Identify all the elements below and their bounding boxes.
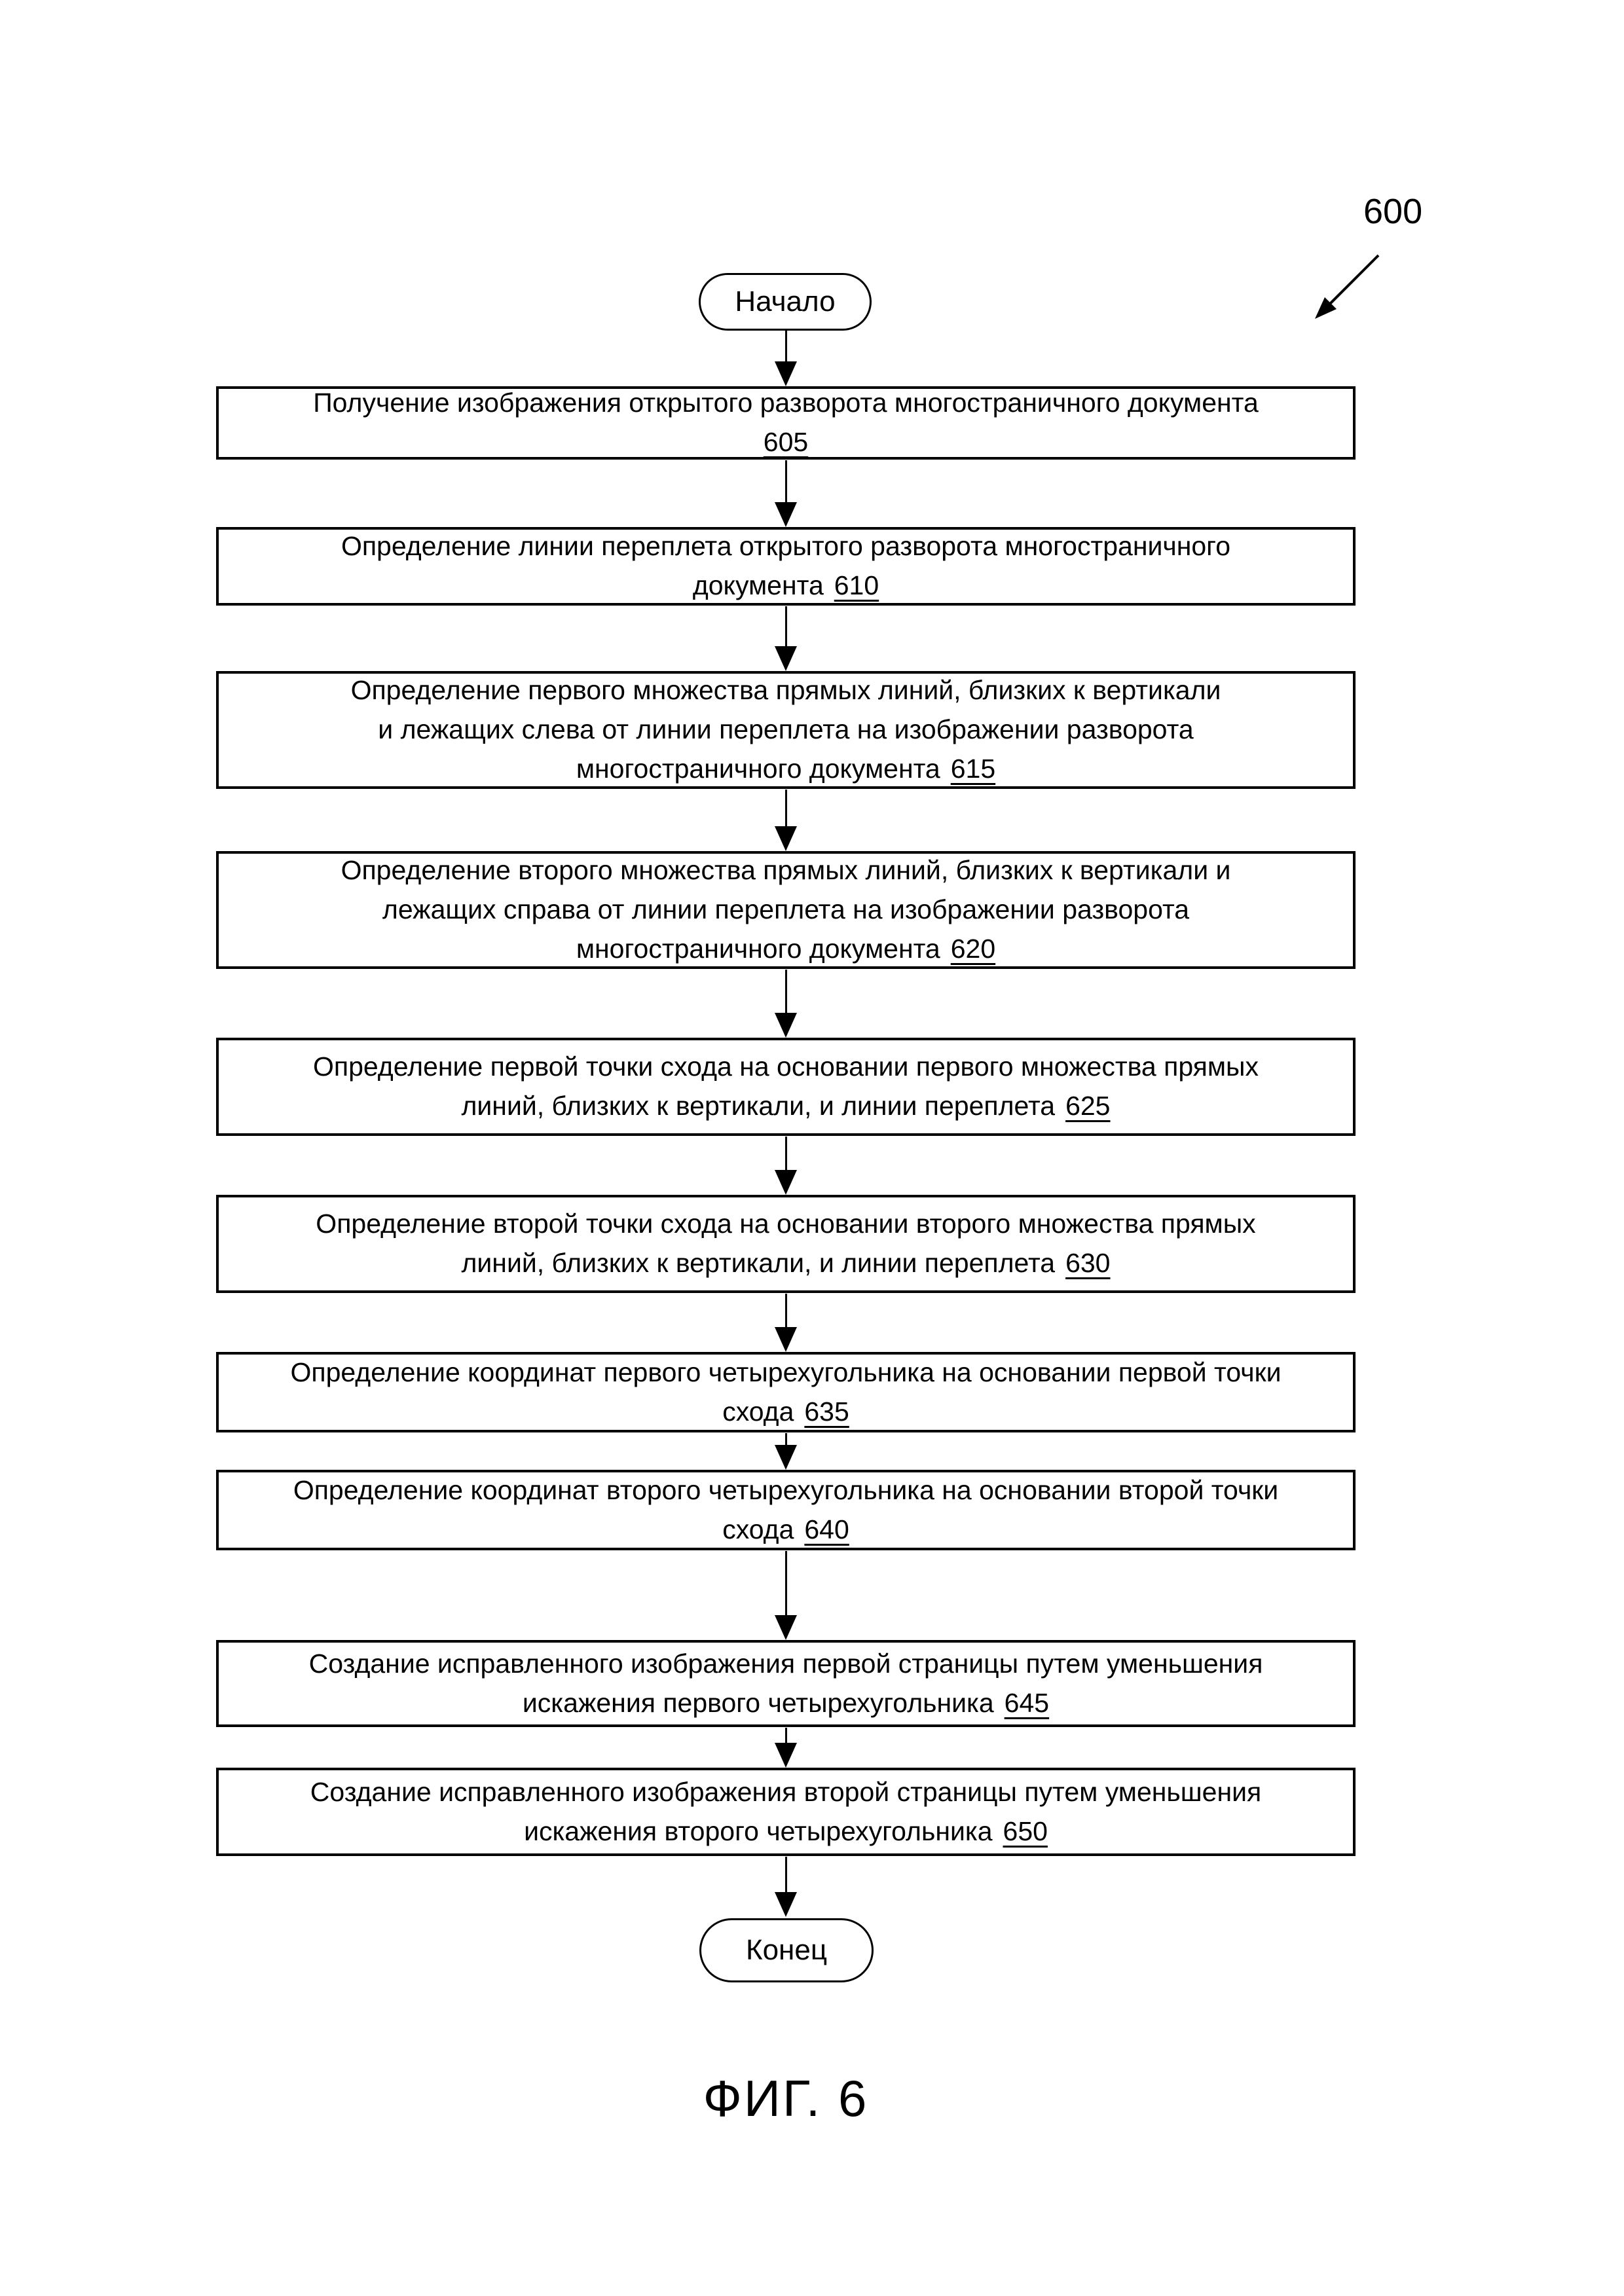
arrow-shaft <box>784 1728 787 1743</box>
arrow-shaft <box>784 970 787 1013</box>
step-number: 640 <box>804 1514 849 1544</box>
process-box-615: Определение первого множества прямых лин… <box>216 671 1356 789</box>
process-step-text: Создание исправленного изображения перво… <box>308 1648 1263 1679</box>
arrow-shaft <box>784 460 787 502</box>
arrow-head-icon <box>775 1327 797 1352</box>
flow-arrow-down <box>774 1857 798 1917</box>
flow-arrow-down <box>774 790 798 851</box>
process-box-620: Определение второго множества прямых лин… <box>216 851 1356 969</box>
process-step-text: Определение координат первого четырехуго… <box>290 1357 1282 1387</box>
process-step-text: линий, близких к вертикали, и линии пере… <box>461 1248 1056 1278</box>
process-step-text: Определение первого множества прямых лин… <box>350 675 1221 706</box>
process-step-text: многостраничного документа <box>576 933 940 964</box>
arrow-head-icon <box>775 1892 797 1917</box>
process-step-text: искажения второго четырехугольника <box>524 1815 993 1846</box>
arrow-shaft <box>784 790 787 826</box>
flow-arrow-down <box>774 1137 798 1195</box>
process-box-605: Получение изображения открытого разворот… <box>216 386 1356 460</box>
process-step-text: Определение второй точки схода на основа… <box>316 1209 1256 1239</box>
arrow-shaft <box>784 1294 787 1327</box>
step-number: 625 <box>1065 1091 1111 1121</box>
process-step-text: схода <box>722 1514 794 1544</box>
process-step-text: Определение второго множества прямых лин… <box>341 855 1231 886</box>
arrow-head-icon <box>775 1743 797 1768</box>
step-number: 605 <box>763 427 809 457</box>
flow-arrow-down <box>774 460 798 527</box>
flow-arrow-down <box>774 1433 798 1470</box>
process-step-text: документа <box>692 570 824 600</box>
step-number: 610 <box>834 570 879 600</box>
arrow-head-icon <box>775 502 797 527</box>
process-step-text: многостраничного документа <box>576 753 940 784</box>
flow-arrow-down <box>774 1551 798 1640</box>
step-number: 620 <box>950 933 996 964</box>
end-terminator: Конец <box>699 1918 874 1982</box>
start-terminator-label: Начало <box>735 285 836 318</box>
start-terminator: Начало <box>699 273 872 331</box>
process-step-text: Создание исправленного изображения второ… <box>310 1776 1262 1807</box>
process-box-630: Определение второй точки схода на основа… <box>216 1195 1356 1293</box>
arrow-head-icon <box>775 1615 797 1640</box>
flow-arrow-down <box>774 331 798 386</box>
arrow-head-icon <box>775 1170 797 1195</box>
process-step-text: линий, близких к вертикали, и линии пере… <box>461 1091 1056 1121</box>
arrow-head-icon <box>775 1013 797 1038</box>
flow-arrow-down <box>774 970 798 1038</box>
step-number: 630 <box>1065 1248 1111 1278</box>
process-step-text: Определение линии переплета открытого ра… <box>341 531 1231 562</box>
arrow-shaft <box>784 1551 787 1615</box>
process-step-text: схода <box>722 1396 794 1427</box>
arrow-shaft <box>784 1433 787 1445</box>
process-step-text: и лежащих слева от линии переплета на из… <box>378 714 1194 745</box>
process-box-610: Определение линии переплета открытого ра… <box>216 527 1356 606</box>
process-step-text: Определение первой точки схода на основа… <box>312 1051 1259 1082</box>
end-terminator-label: Конец <box>745 1934 828 1966</box>
step-number: 635 <box>804 1396 849 1427</box>
arrow-head-icon <box>775 646 797 671</box>
process-step-text: Получение изображения открытого разворот… <box>313 388 1259 418</box>
arrow-shaft <box>784 1857 787 1892</box>
step-number: 650 <box>1003 1815 1048 1846</box>
arrow-shaft <box>784 331 787 361</box>
flow-arrow-down <box>774 1294 798 1352</box>
process-box-625: Определение первой точки схода на основа… <box>216 1038 1356 1136</box>
arrow-shaft <box>784 1137 787 1170</box>
figure-caption: ФИГ. 6 <box>703 2069 869 2127</box>
process-step-text: лежащих справа от линии переплета на изо… <box>382 894 1190 925</box>
process-step-text: Определение координат второго четырехуго… <box>293 1474 1279 1505</box>
step-number: 645 <box>1004 1687 1050 1718</box>
process-box-640: Определение координат второго четырехуго… <box>216 1470 1356 1550</box>
arrow-head-icon <box>775 361 797 386</box>
arrow-head-icon <box>775 1445 797 1470</box>
figure-ref-number: 600 <box>1363 192 1423 231</box>
arrow-head-icon <box>775 826 797 851</box>
step-number: 615 <box>950 753 996 784</box>
process-box-650: Создание исправленного изображения второ… <box>216 1768 1356 1856</box>
arrow-shaft <box>784 606 787 646</box>
figure-ref-arrow <box>1315 254 1380 319</box>
process-box-645: Создание исправленного изображения перво… <box>216 1640 1356 1727</box>
flow-arrow-down <box>774 1728 798 1768</box>
process-box-635: Определение координат первого четырехуго… <box>216 1352 1356 1432</box>
flow-arrow-down <box>774 606 798 671</box>
process-step-text: искажения первого четырехугольника <box>522 1687 994 1718</box>
